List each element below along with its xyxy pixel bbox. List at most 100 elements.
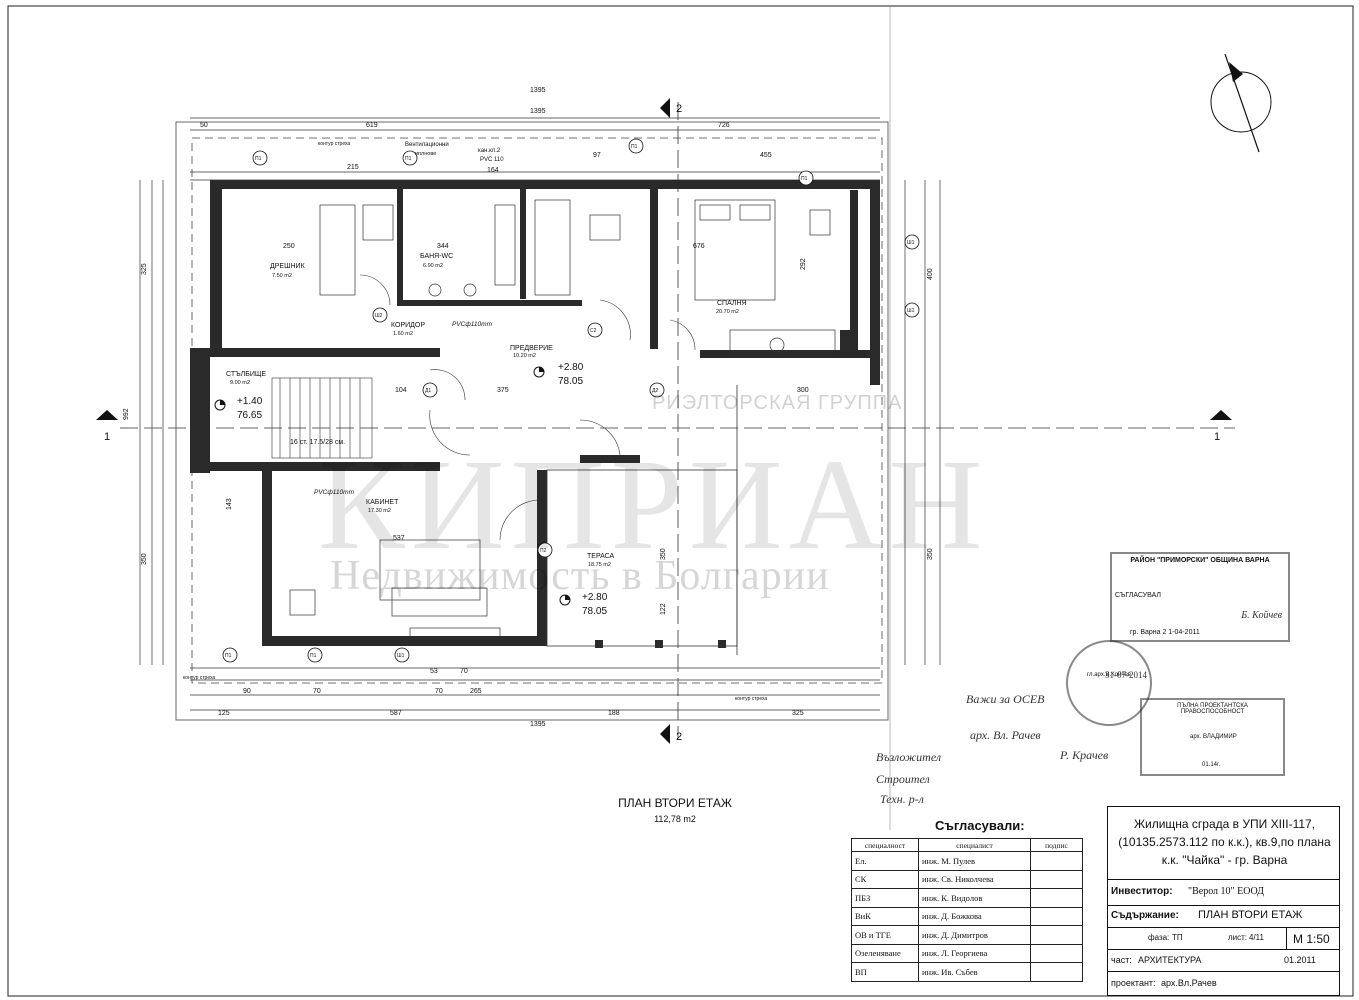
dim-text: 537	[393, 535, 405, 542]
dim-text: 325	[141, 263, 148, 275]
room-area: 20.70 m2	[716, 309, 739, 315]
level-value: +2.80	[582, 592, 608, 603]
room-area: 6.90 m2	[423, 263, 443, 269]
room-name: КОРИДОР	[391, 322, 425, 329]
room-name: СПАЛНЯ	[717, 300, 747, 307]
marker-label: Ш2	[375, 313, 383, 319]
marker-label: Ш1	[907, 308, 915, 314]
dim-text: 104	[395, 387, 407, 394]
dimension-frame	[175, 121, 889, 721]
header-spec: специалност	[851, 838, 919, 852]
north-arrow-icon	[1210, 54, 1272, 153]
room-name: ПРЕДВЕРИЕ	[510, 345, 553, 352]
walls	[190, 180, 880, 648]
part-row: част: АРХИТЕКТУРА 01.2011	[1108, 949, 1339, 971]
note-text: 16 ст. 17.5/28 см.	[290, 439, 345, 446]
level-value: +2.80	[558, 362, 584, 373]
marker-label: П1	[255, 156, 262, 162]
designer-label: проектант:	[1111, 978, 1156, 988]
marker-label: П1	[631, 144, 638, 150]
district-stamp-sign: Б. Койчев	[1241, 610, 1282, 621]
signature-cell	[1030, 906, 1083, 926]
designer-row: проектант: арх.Вл.Рачев	[1108, 971, 1339, 995]
dim-text: 344	[437, 243, 449, 250]
dim-text: 53	[430, 668, 438, 675]
dim-text: 350	[141, 553, 148, 565]
spec-cell: Ел.	[851, 851, 919, 871]
level-abs: 78.05	[558, 376, 583, 387]
dim-text: 676	[693, 243, 705, 250]
element-markers	[222, 138, 920, 663]
section-arrow-icon	[96, 410, 118, 420]
marker-label: П1	[225, 653, 232, 659]
part-label: част:	[1111, 955, 1132, 965]
signature-cell	[1030, 962, 1083, 982]
dim-text: 164	[487, 167, 499, 174]
designer-value: арх.Вл.Рачев	[1161, 978, 1217, 988]
dim-text: 292	[800, 258, 807, 270]
chamber-stamp-date: 01.14г.	[1202, 762, 1221, 768]
sheet-label: лист:	[1228, 933, 1248, 942]
district-stamp-date: гр. Варна 2 1-04-2011	[1130, 629, 1200, 636]
table-header-row: специалност специалист подпис	[851, 838, 1083, 852]
note-text: иплнове	[415, 151, 436, 157]
dim-text: 350	[660, 548, 667, 560]
top-dimension-lines	[139, 117, 941, 711]
room-name: БАНЯ-WC	[420, 253, 453, 260]
investor-value: "Верол 10" ЕООД	[1188, 886, 1265, 897]
room-name: СТЪЛБИЩЕ	[226, 371, 266, 378]
room-area: 10.20 m2	[513, 353, 536, 359]
agreed-title: Съгласували:	[935, 818, 1025, 833]
door-swings	[359, 274, 696, 541]
spec-cell: ПБЗ	[851, 888, 919, 908]
spec-cell: ВП	[851, 962, 919, 982]
level-abs: 76.65	[237, 410, 262, 421]
room-name: КАБИНЕТ	[366, 499, 399, 506]
room-name: ТЕРАСА	[587, 553, 615, 560]
chamber-stamp-title: ПЪЛНА ПРОЕКТАНТСКА ПРАВОСПОСОБНОСТ	[1177, 703, 1248, 715]
section-label: 2	[676, 103, 682, 115]
signature-handwritten: арх. Вл. Рачев	[970, 728, 1041, 742]
signature-cell	[1030, 851, 1083, 871]
marker-label: Д2	[652, 388, 658, 394]
person-cell: инж. К. Видолов	[918, 888, 1031, 908]
note-text: контур стреха	[735, 696, 767, 702]
spec-cell: ОВ и ТГЕ	[851, 925, 919, 945]
dim-text: 215	[347, 164, 359, 171]
investor-label: Инвеститор:	[1111, 886, 1173, 897]
plan-title: ПЛАН ВТОРИ ЕТАЖ	[618, 796, 732, 810]
level-value: +1.40	[237, 396, 263, 407]
sheet-value: 4/11	[1249, 933, 1264, 942]
marker-label: Ш1	[907, 240, 915, 246]
furniture	[289, 199, 836, 639]
dim-text: 726	[718, 122, 730, 129]
marker-label: П1	[310, 653, 317, 659]
room-name: ДРЕШНИК	[270, 263, 306, 270]
watermark-slogan: Недвижимость в Болгарии	[330, 553, 830, 599]
signature-cell	[1030, 925, 1083, 945]
header-person: специалист	[918, 838, 1031, 852]
dim-text: 70	[313, 688, 321, 695]
note-text: PVCф110mm	[314, 489, 355, 496]
dim-text: 122	[660, 603, 667, 615]
level-markers	[214, 366, 571, 606]
marker-label: С2	[590, 328, 597, 334]
phase-row: фаза: ТП лист: 4/11 М 1:50	[1108, 927, 1339, 950]
dim-text: 97	[593, 152, 601, 159]
signature-handwritten: Техн. р-л	[880, 792, 924, 806]
investor-row: Инвеститор: "Верол 10" ЕООД	[1108, 879, 1339, 905]
note-text: контур стреха	[318, 141, 350, 147]
district-stamp-agreed: СЪГЛАСУВАЛ	[1115, 592, 1161, 599]
dim-text: 455	[760, 152, 772, 159]
watermark-agency: РИЭЛТОРСКАЯ ГРУППА	[652, 392, 903, 414]
dim-text: 1395	[530, 108, 546, 115]
header-signature: подпис	[1030, 838, 1083, 852]
room-area: 17.30 m2	[368, 508, 391, 514]
marker-label: Д1	[425, 388, 431, 394]
dim-text: 90	[243, 688, 251, 695]
person-cell: инж. Д. Божкова	[918, 906, 1031, 926]
part-value: АРХИТЕКТУРА	[1138, 955, 1202, 965]
